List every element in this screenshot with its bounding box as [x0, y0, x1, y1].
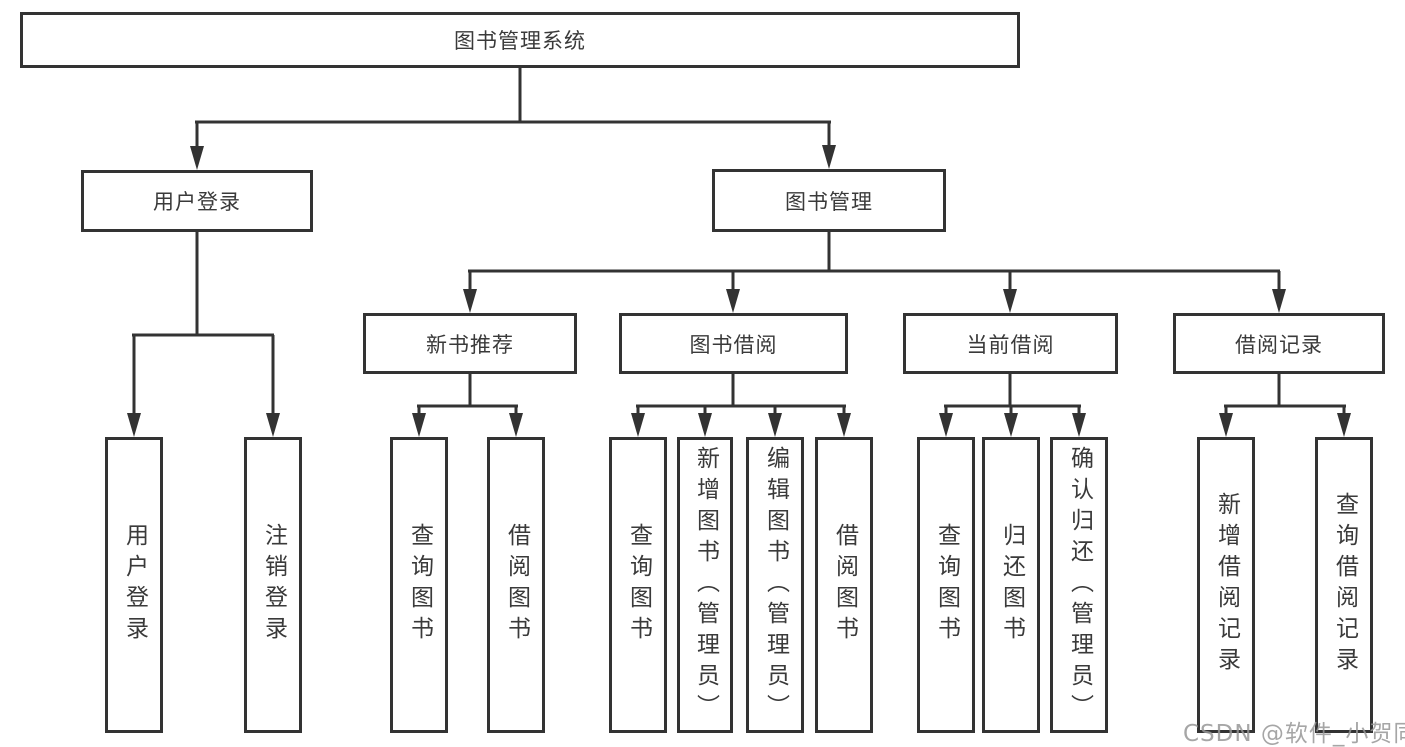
- leaf-query-book-1: 查询图书: [390, 437, 448, 733]
- leaf-borrow-book-1: 借阅图书: [487, 437, 545, 733]
- leaf-logout-label: 注销登录: [260, 523, 287, 647]
- leaf-borrow-book-2-label: 借阅图书: [831, 523, 858, 647]
- leaf-query-book-3: 查询图书: [917, 437, 975, 733]
- node-new-book-recommend: 新书推荐: [363, 313, 577, 374]
- node-user-login: 用户登录: [81, 170, 313, 232]
- leaf-query-borrow-record: 查询借阅记录: [1315, 437, 1373, 733]
- leaf-query-book-2-label: 查询图书: [625, 523, 652, 647]
- node-current-borrow: 当前借阅: [903, 313, 1118, 374]
- leaf-confirm-return-admin-label: 确认归还（管理员）: [1066, 445, 1093, 725]
- leaf-confirm-return-admin: 确认归还（管理员）: [1050, 437, 1108, 733]
- leaf-query-book-1-label: 查询图书: [406, 523, 433, 647]
- node-borrow-records: 借阅记录: [1173, 313, 1385, 374]
- leaf-user-login-label: 用户登录: [121, 523, 148, 647]
- leaf-edit-book-admin: 编辑图书（管理员）: [746, 437, 804, 733]
- leaf-borrow-book-2: 借阅图书: [815, 437, 873, 733]
- leaf-add-book-admin-label: 新增图书（管理员）: [692, 445, 719, 725]
- leaf-edit-book-admin-label: 编辑图书（管理员）: [762, 445, 789, 725]
- leaf-add-borrow-record-label: 新增借阅记录: [1213, 492, 1240, 678]
- leaf-query-book-3-label: 查询图书: [933, 523, 960, 647]
- csdn-watermark: CSDN @软件_小贺同学: [1183, 721, 1405, 747]
- leaf-query-borrow-record-label: 查询借阅记录: [1331, 492, 1358, 678]
- leaf-return-book-label: 归还图书: [998, 523, 1025, 647]
- leaf-query-book-2: 查询图书: [609, 437, 667, 733]
- leaf-add-borrow-record: 新增借阅记录: [1197, 437, 1255, 733]
- leaf-logout: 注销登录: [244, 437, 302, 733]
- node-book-borrow: 图书借阅: [619, 313, 848, 374]
- leaf-return-book: 归还图书: [982, 437, 1040, 733]
- node-root: 图书管理系统: [20, 12, 1020, 68]
- node-book-management: 图书管理: [712, 169, 946, 232]
- leaf-add-book-admin: 新增图书（管理员）: [677, 437, 733, 733]
- leaf-user-login: 用户登录: [105, 437, 163, 733]
- leaf-borrow-book-1-label: 借阅图书: [503, 523, 530, 647]
